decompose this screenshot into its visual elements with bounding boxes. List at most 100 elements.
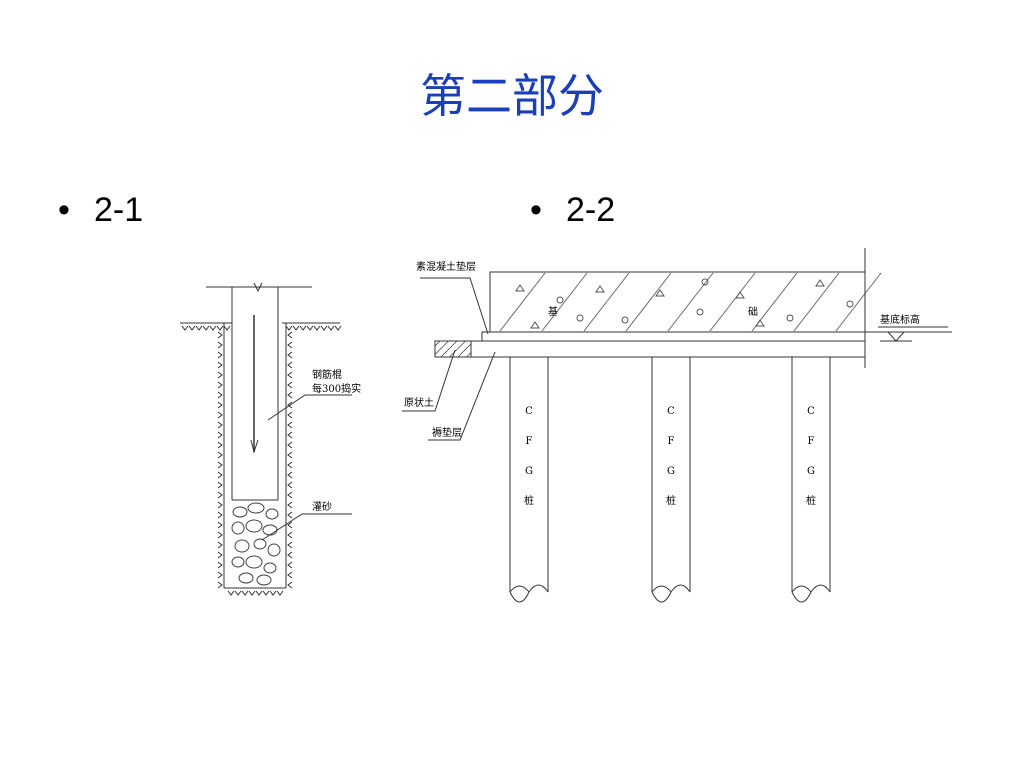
aggregate-mark	[696, 308, 704, 316]
soil-tick	[217, 571, 223, 579]
soil-tick	[287, 541, 293, 549]
pile-break	[651, 585, 672, 593]
pile-break	[509, 585, 530, 593]
sand-fill-gravel	[231, 502, 281, 586]
pile-label-char: 桩	[524, 494, 534, 507]
rebar-tip	[250, 439, 259, 454]
soil-tick	[287, 471, 293, 479]
aggregate-mark	[621, 316, 629, 324]
bottom-hatch	[227, 590, 284, 596]
aggregate-mark	[576, 314, 584, 322]
soil-tick	[287, 371, 293, 379]
foundation-hatch-line	[499, 272, 546, 332]
soil-tick	[217, 381, 223, 389]
soil-tick	[287, 581, 293, 589]
soil-tick	[287, 551, 293, 559]
label-original-soil: 原状土	[404, 396, 434, 409]
gravel-stone	[265, 508, 279, 520]
gravel-stone	[231, 556, 245, 568]
gravel-stone	[267, 543, 281, 557]
foundation-hatch-line	[583, 272, 630, 332]
soil-tick	[217, 531, 223, 539]
break-mark	[253, 282, 263, 293]
soil-tick	[217, 361, 223, 369]
soil-tick	[287, 431, 293, 439]
aggregate-mark	[701, 278, 709, 286]
pile-break	[509, 584, 549, 603]
soil-hatch	[202, 325, 210, 331]
soil-tick	[217, 391, 223, 399]
gravel-stone	[245, 555, 263, 569]
soil-tick	[217, 521, 223, 529]
soil-hatch	[241, 590, 249, 596]
soil-tick	[287, 441, 293, 449]
aggregate-mark	[735, 291, 745, 299]
foundation-hatch	[499, 272, 882, 332]
label-foundation-right: 础	[748, 306, 758, 318]
pile-label-char: 桩	[666, 494, 676, 507]
label-base-elevation: 基底标高	[880, 313, 920, 326]
soil-tick	[217, 501, 223, 509]
soil-tick	[217, 461, 223, 469]
sand-leader	[261, 513, 352, 541]
ground-hatch-left	[181, 325, 231, 331]
soil-hatch	[181, 325, 189, 331]
foundation-hatch-line	[835, 272, 882, 332]
aggregate-mark	[530, 321, 540, 329]
diagram-2-2	[402, 248, 952, 603]
soil-hatch	[195, 325, 203, 331]
soil-tick	[287, 511, 293, 519]
bullet-marker: •	[58, 191, 70, 229]
soil-tick	[287, 501, 293, 509]
soil-tick	[217, 411, 223, 419]
soil-hatch	[209, 325, 217, 331]
pile-label-char: F	[808, 436, 815, 447]
soil-tick	[287, 561, 293, 569]
gravel-stone	[247, 502, 265, 514]
soil-tick	[287, 411, 293, 419]
soil-hatch	[306, 325, 314, 331]
gravel-stone	[238, 572, 254, 584]
soil-tick	[217, 351, 223, 359]
soil-hatch	[292, 325, 300, 331]
pile-label-char: G	[525, 466, 533, 477]
soil-tick	[217, 561, 223, 569]
soil-tick	[217, 371, 223, 379]
bullet-label: 2-2	[566, 191, 616, 229]
soil-tick	[287, 491, 293, 499]
soil-tick	[217, 481, 223, 489]
soil-hatch	[223, 325, 231, 331]
gravel-stone	[245, 519, 263, 533]
soil-tick	[217, 471, 223, 479]
pile-label-char: F	[526, 436, 533, 447]
label-concrete-cushion: 素混凝土垫层	[416, 260, 476, 273]
label-sand: 灌砂	[312, 500, 332, 513]
concrete-cushion	[481, 331, 866, 342]
rebar-leader	[267, 394, 352, 421]
foundation-hatch-line	[625, 272, 672, 332]
bullet-label: 2-1	[94, 191, 144, 229]
pile-break	[791, 585, 812, 593]
gravel-stone	[262, 524, 278, 536]
aggregate-mark	[846, 300, 854, 308]
pile-label-char: C	[667, 406, 675, 417]
soil-tick	[217, 421, 223, 429]
aggregate-mark	[556, 296, 564, 304]
slide-title: 第二部分	[420, 69, 604, 123]
aggregate-mark	[515, 284, 525, 292]
soil-hatch	[262, 590, 270, 596]
soil-tick	[287, 401, 293, 409]
label-tamp: 每300捣实	[312, 382, 361, 395]
soil-tick	[217, 541, 223, 549]
soil-tick	[217, 341, 223, 349]
bullet-marker: •	[530, 191, 542, 229]
foundation-hatch-line	[667, 272, 714, 332]
soil-hatch	[299, 325, 307, 331]
pile-label-char: G	[667, 466, 675, 477]
concrete-cushion-leader	[420, 277, 489, 335]
pile-break	[791, 584, 831, 603]
soil-tick	[217, 551, 223, 559]
elevation-triangle	[886, 331, 906, 342]
